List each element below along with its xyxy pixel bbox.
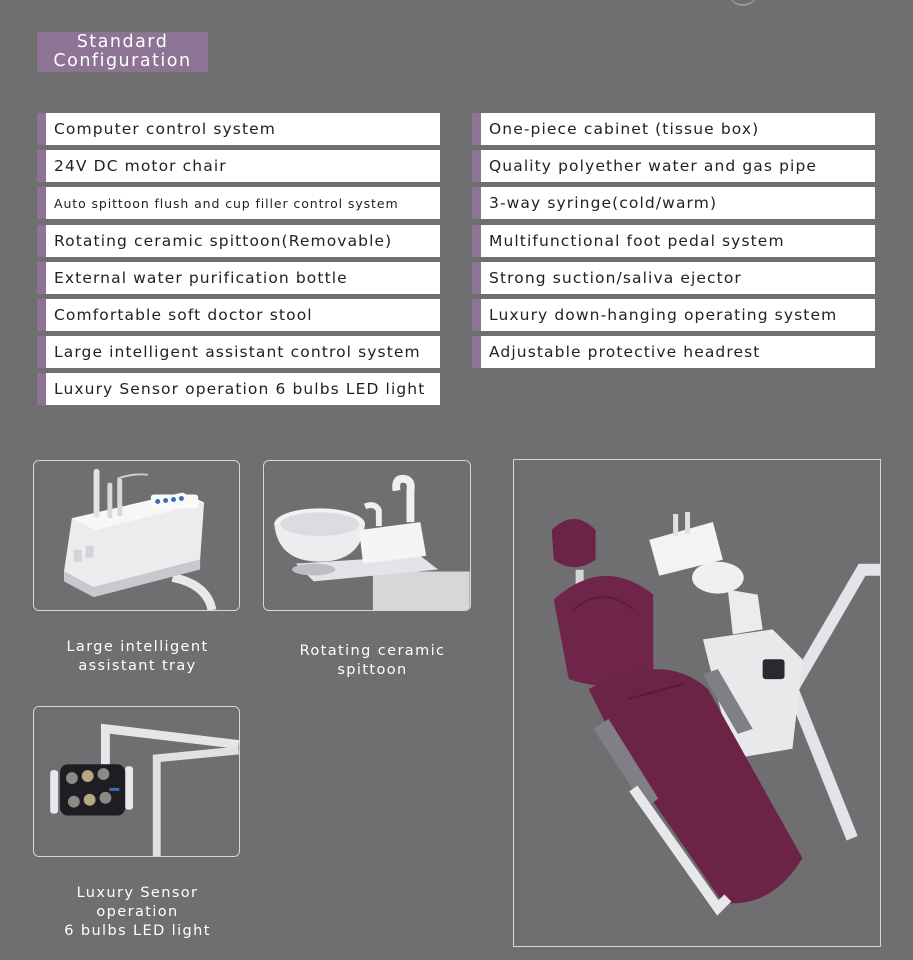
feature-item: Strong suction/saliva ejector: [472, 262, 875, 294]
led-light-caption: Luxury Sensor operation 6 bulbs LED ligh…: [64, 885, 211, 939]
feature-item: Quality polyether water and gas pipe: [472, 150, 875, 182]
feature-item: Comfortable soft doctor stool: [37, 299, 440, 331]
feature-item: 24V DC motor chair: [37, 150, 440, 182]
feature-item: Computer control system: [37, 113, 440, 145]
feature-item: 3-way syringe(cold/warm): [472, 187, 875, 219]
feature-item: One-piece cabinet (tissue box): [472, 113, 875, 145]
dental-chair-photo: [513, 459, 881, 947]
section-title-line2: Configuration: [53, 51, 192, 71]
section-title-badge: Standard Configuration: [37, 32, 208, 72]
section-title-line1: Standard: [76, 32, 169, 52]
decorative-arc: [728, 0, 758, 6]
feature-item: Adjustable protective headrest: [472, 336, 875, 368]
feature-item: Luxury down-hanging operating system: [472, 299, 875, 331]
assistant-tray-image: [33, 460, 240, 611]
feature-item: Large intelligent assistant control syst…: [37, 336, 440, 368]
feature-item: Luxury Sensor operation 6 bulbs LED ligh…: [37, 373, 440, 405]
assistant-tray-caption: Large intelligent assistant tray: [66, 639, 209, 674]
ceramic-spittoon-image: [263, 460, 471, 611]
dental-chair-illustration: [514, 460, 880, 946]
spittoon-illustration: [264, 461, 470, 610]
feature-item: Auto spittoon flush and cup filler contr…: [37, 187, 440, 219]
feature-item: External water purification bottle: [37, 262, 440, 294]
spittoon-caption: Rotating ceramic spittoon: [299, 643, 446, 678]
assistant-tray-illustration: [34, 461, 239, 610]
feature-item: Rotating ceramic spittoon(Removable): [37, 225, 440, 257]
led-light-image: [33, 706, 240, 857]
led-light-illustration: [34, 707, 239, 856]
feature-item: Multifunctional foot pedal system: [472, 225, 875, 257]
